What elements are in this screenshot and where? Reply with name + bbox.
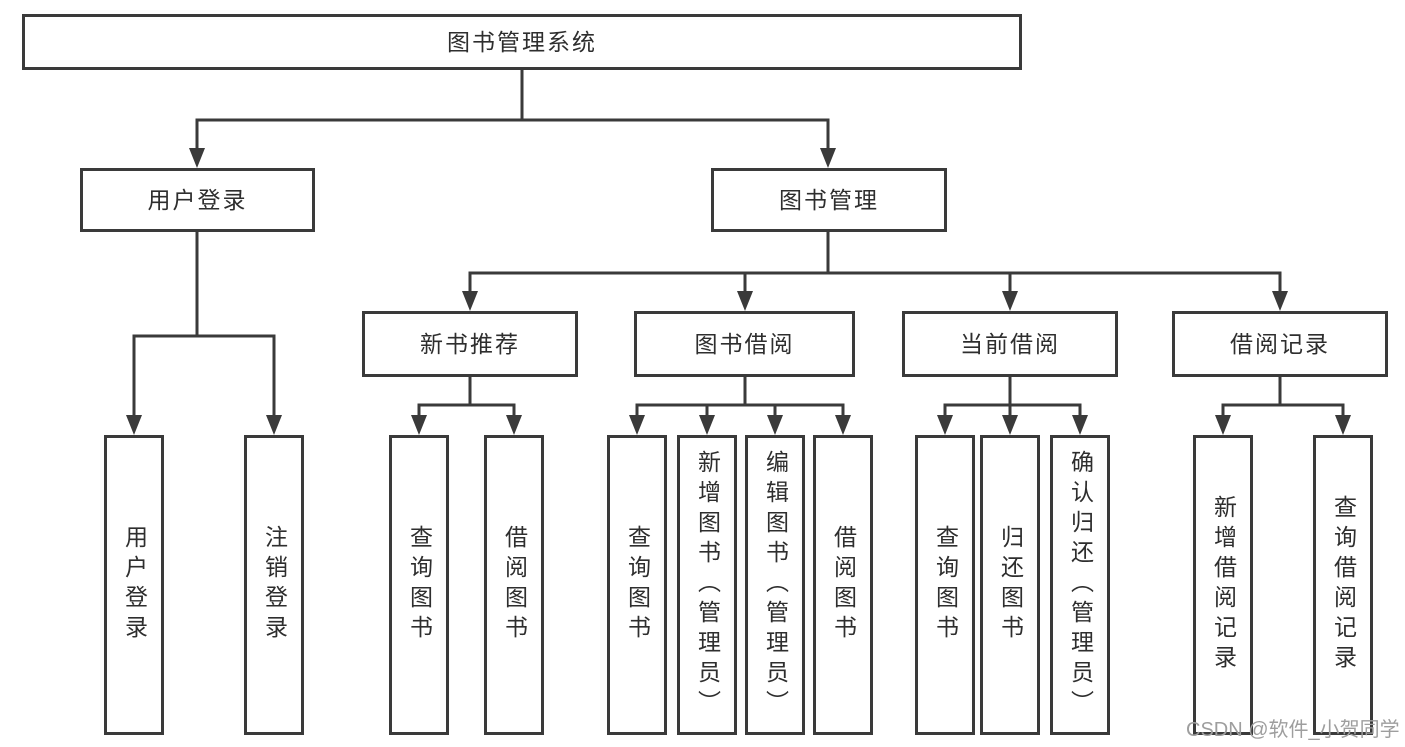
- leaf-cb-query-books: 查询图书: [915, 435, 975, 735]
- leaf-logout-login: 注销登录: [244, 435, 304, 735]
- node-label: 图书管理系统: [447, 28, 597, 55]
- arrowhead: [937, 415, 953, 435]
- leaf-label: 归还图书: [997, 525, 1024, 645]
- arrowhead: [266, 415, 282, 435]
- arrowhead: [1272, 291, 1288, 311]
- leaf-label: 查询借阅记录: [1330, 495, 1357, 675]
- arrowhead: [767, 415, 783, 435]
- leaf-label: 查询图书: [932, 525, 959, 645]
- node-label: 当前借阅: [960, 330, 1060, 357]
- node-label: 借阅记录: [1230, 330, 1330, 357]
- arrowhead: [506, 415, 522, 435]
- arrowhead: [1002, 415, 1018, 435]
- node-label: 图书管理: [779, 186, 879, 213]
- watermark-csdn: CSDN @软件_小贺同学: [1186, 719, 1400, 741]
- leaf-label: 借阅图书: [830, 525, 857, 645]
- arrowhead: [835, 415, 851, 435]
- node-label: 用户登录: [147, 186, 248, 213]
- node-new-book-recommendation: 新书推荐: [362, 311, 578, 377]
- leaf-label: 查询图书: [624, 525, 651, 645]
- arrowhead: [1335, 415, 1351, 435]
- leaf-cb-return-books: 归还图书: [980, 435, 1040, 735]
- arrowhead: [699, 415, 715, 435]
- leaf-label: 注销登录: [261, 525, 288, 645]
- leaf-user-login: 用户登录: [104, 435, 164, 735]
- arrowhead: [820, 148, 836, 168]
- leaf-label: 新增借阅记录: [1210, 495, 1237, 675]
- arrowhead: [1002, 291, 1018, 311]
- arrowhead: [462, 291, 478, 311]
- arrowhead: [629, 415, 645, 435]
- arrowhead: [737, 291, 753, 311]
- node-label: 新书推荐: [420, 330, 520, 357]
- arrowheads: [126, 148, 1351, 435]
- leaf-label: 借阅图书: [501, 525, 528, 645]
- leaf-bb-borrow-books: 借阅图书: [813, 435, 873, 735]
- leaf-label: 编辑图书（管理员）: [762, 450, 789, 720]
- leaf-bb-add-books-admin: 新增图书（管理员）: [677, 435, 737, 735]
- leaf-nb-borrow-books: 借阅图书: [484, 435, 544, 735]
- leaf-label: 用户登录: [121, 525, 148, 645]
- connector-path: [132, 70, 1345, 418]
- arrowhead: [126, 415, 142, 435]
- node-book-management: 图书管理: [711, 168, 947, 232]
- node-borrowing-records: 借阅记录: [1172, 311, 1388, 377]
- leaf-label: 确认归还（管理员）: [1067, 450, 1094, 720]
- leaf-nb-query-books: 查询图书: [389, 435, 449, 735]
- arrowhead: [1215, 415, 1231, 435]
- leaf-br-add-borrow-record: 新增借阅记录: [1193, 435, 1253, 735]
- node-label: 图书借阅: [694, 330, 795, 357]
- leaf-bb-edit-books-admin: 编辑图书（管理员）: [745, 435, 805, 735]
- arrowhead: [1072, 415, 1088, 435]
- leaf-label: 新增图书（管理员）: [694, 450, 721, 720]
- leaf-cb-confirm-return-admin: 确认归还（管理员）: [1050, 435, 1110, 735]
- arrowhead: [189, 148, 205, 168]
- node-user-login: 用户登录: [80, 168, 315, 232]
- leaf-bb-query-books: 查询图书: [607, 435, 667, 735]
- node-book-borrowing: 图书借阅: [634, 311, 855, 377]
- leaf-br-query-borrow-record: 查询借阅记录: [1313, 435, 1373, 735]
- leaf-label: 查询图书: [406, 525, 433, 645]
- node-library-management-system: 图书管理系统: [22, 14, 1022, 70]
- arrowhead: [411, 415, 427, 435]
- node-current-borrowing: 当前借阅: [902, 311, 1118, 377]
